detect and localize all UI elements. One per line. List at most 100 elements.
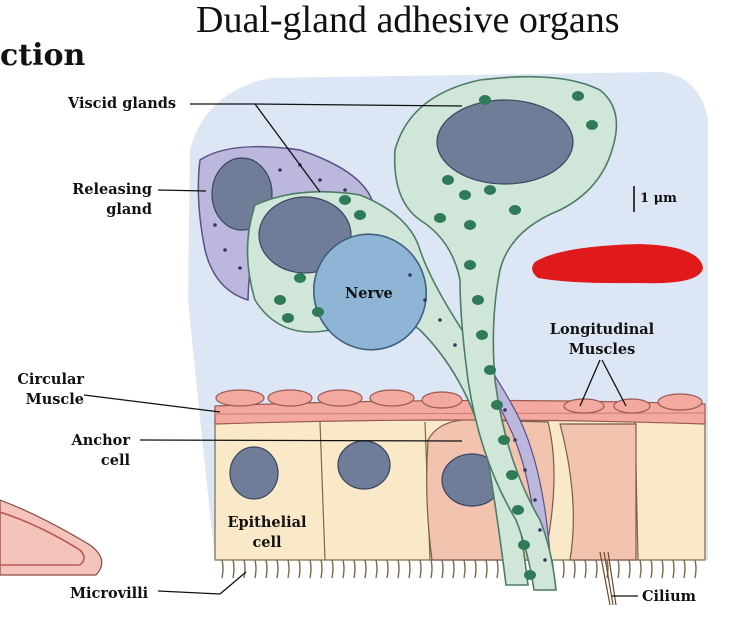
label-longitudinal-muscles-line2: Muscles bbox=[568, 341, 636, 358]
microvillus bbox=[683, 559, 686, 579]
microvillus bbox=[617, 559, 620, 579]
microvillus bbox=[419, 559, 422, 579]
label-scale-bar: 1 μm bbox=[640, 191, 677, 206]
label-anchor-cell-line1: Anchor bbox=[71, 432, 130, 449]
microvillus bbox=[375, 559, 378, 579]
microvillus bbox=[408, 559, 411, 579]
microvillus bbox=[650, 559, 653, 579]
granule bbox=[434, 213, 446, 223]
microvillus bbox=[320, 559, 323, 579]
microvillus bbox=[452, 559, 455, 579]
granule bbox=[572, 91, 584, 101]
granule bbox=[518, 540, 530, 550]
microvillus bbox=[232, 559, 235, 579]
microvillus bbox=[562, 559, 565, 579]
releasing-granule bbox=[423, 298, 427, 302]
granule bbox=[274, 295, 286, 305]
granule bbox=[512, 505, 524, 515]
microvillus bbox=[221, 559, 224, 579]
granule bbox=[459, 190, 471, 200]
granule bbox=[484, 185, 496, 195]
section-heading-fragment: ction bbox=[0, 38, 86, 73]
granule bbox=[506, 470, 518, 480]
releasing-granule bbox=[538, 528, 542, 532]
microvillus bbox=[331, 559, 334, 579]
microvillus bbox=[595, 559, 598, 579]
releasing-granule bbox=[343, 188, 347, 192]
label-epithelial-cell: Epithelial cell bbox=[215, 513, 319, 553]
microvillus bbox=[441, 559, 444, 579]
label-longitudinal-muscles-line1: Longitudinal bbox=[549, 321, 655, 338]
microvillus bbox=[485, 559, 488, 579]
granule bbox=[472, 295, 484, 305]
microvillus bbox=[243, 559, 246, 579]
microvillus bbox=[353, 559, 356, 579]
anchor-cell-right bbox=[559, 423, 637, 561]
label-epithelial-cell-line2: cell bbox=[252, 534, 282, 551]
label-cilium: Cilium bbox=[642, 588, 696, 605]
microvillus bbox=[672, 559, 675, 579]
releasing-granule bbox=[278, 168, 282, 172]
longitudinal-muscle-bundles bbox=[215, 389, 703, 414]
microvillus bbox=[661, 559, 664, 579]
granule bbox=[484, 365, 496, 375]
label-circular-muscle: Circular Muscle bbox=[0, 370, 84, 410]
microvillus bbox=[628, 559, 631, 579]
label-epithelial-cell-line1: Epithelial bbox=[227, 514, 307, 531]
granule bbox=[524, 570, 536, 580]
label-circular-muscle-line1: Circular bbox=[17, 371, 84, 388]
releasing-granule bbox=[533, 498, 537, 502]
granule bbox=[509, 205, 521, 215]
releasing-granule bbox=[523, 468, 527, 472]
leader-lines bbox=[83, 103, 638, 597]
label-viscid-glands: Viscid glands bbox=[68, 95, 177, 112]
label-releasing-gland: Releasing gland bbox=[50, 180, 152, 220]
granule bbox=[354, 210, 366, 220]
microvillus bbox=[298, 559, 301, 579]
label-circular-muscle-line2: Muscle bbox=[25, 391, 84, 408]
microvillus bbox=[694, 559, 697, 579]
label-nerve: Nerve bbox=[345, 285, 393, 302]
granule bbox=[464, 220, 476, 230]
microvillus bbox=[639, 559, 642, 579]
releasing-granule bbox=[513, 438, 517, 442]
microvillus bbox=[496, 559, 499, 579]
microvillus bbox=[397, 559, 400, 579]
releasing-granule bbox=[503, 408, 507, 412]
viscid-granules bbox=[274, 91, 598, 580]
viscid-gland-upper-nucleus bbox=[436, 99, 574, 185]
microvillus bbox=[342, 559, 345, 579]
microvillus bbox=[386, 559, 389, 579]
releasing-granule bbox=[213, 223, 217, 227]
granule bbox=[491, 400, 503, 410]
granule bbox=[339, 195, 351, 205]
microvillus bbox=[364, 559, 367, 579]
microvillus bbox=[606, 559, 609, 579]
releasing-granule bbox=[223, 248, 227, 252]
granule bbox=[312, 307, 324, 317]
microvillus bbox=[265, 559, 268, 579]
releasing-granule bbox=[438, 318, 442, 322]
label-releasing-gland-line2: gland bbox=[106, 201, 152, 218]
microvillus bbox=[463, 559, 466, 579]
microvillus bbox=[276, 559, 279, 579]
microvillus bbox=[584, 559, 587, 579]
label-microvilli: Microvilli bbox=[70, 585, 149, 602]
microvillus bbox=[287, 559, 290, 579]
releasing-granule bbox=[318, 178, 322, 182]
label-releasing-gland-line1: Releasing bbox=[72, 181, 152, 198]
epithelial-nucleus bbox=[229, 446, 279, 500]
microvillus bbox=[430, 559, 433, 579]
releasing-granule bbox=[238, 266, 242, 270]
viscid-gland-upper bbox=[393, 75, 618, 591]
releasing-granule bbox=[408, 273, 412, 277]
label-anchor-cell-line2: cell bbox=[100, 452, 130, 469]
granule bbox=[294, 273, 306, 283]
microvillus bbox=[309, 559, 312, 579]
label-anchor-cell: Anchor cell bbox=[40, 431, 130, 471]
releasing-granule bbox=[543, 558, 547, 562]
microvillus bbox=[573, 559, 576, 579]
granule bbox=[464, 260, 476, 270]
microvillus bbox=[474, 559, 477, 579]
